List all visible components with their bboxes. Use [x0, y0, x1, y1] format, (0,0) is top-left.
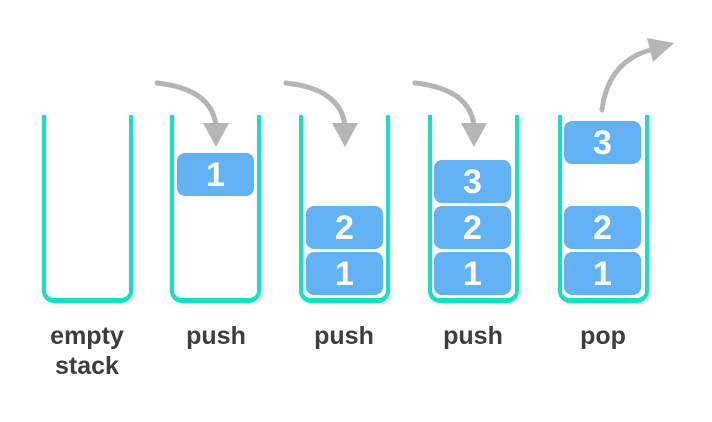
- stage-label-empty-stack: empty stack: [50, 322, 124, 380]
- stack-container-pop: [558, 115, 649, 303]
- stack-block: 2: [306, 206, 383, 249]
- stack-container-push-2: [299, 115, 390, 303]
- stack-container-push-3: [428, 115, 519, 303]
- curved-arrow-down-icon: [412, 80, 487, 147]
- stack-block: 1: [306, 252, 383, 295]
- stage-label-push: push: [443, 322, 503, 350]
- stack-container-empty: [42, 115, 133, 303]
- stack-container-push-1: [170, 115, 261, 303]
- stage-label-push: push: [186, 322, 246, 350]
- stack-block: 2: [434, 206, 511, 249]
- stack-block: 2: [564, 206, 641, 249]
- curved-arrow-down-icon: [154, 80, 229, 147]
- stack-block: 3: [564, 121, 641, 164]
- stage-label-pop: pop: [580, 322, 626, 350]
- stack-block: 1: [434, 252, 511, 295]
- stack-block: 3: [434, 160, 511, 203]
- stack-block: 1: [177, 153, 254, 196]
- curved-arrow-down-icon: [283, 80, 358, 147]
- curved-arrow-up-right-icon: [599, 38, 674, 113]
- stack-block: 1: [564, 252, 641, 295]
- stage-label-push: push: [314, 322, 374, 350]
